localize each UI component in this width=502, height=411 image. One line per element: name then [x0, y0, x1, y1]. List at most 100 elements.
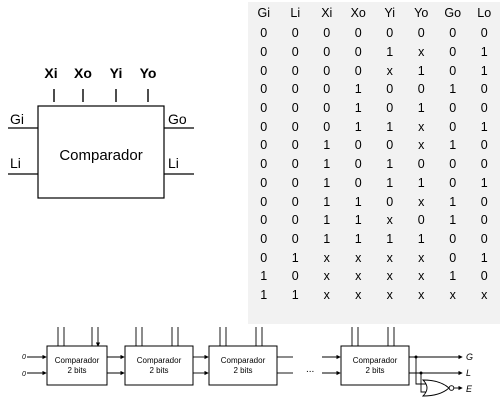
column-header: Xo [350, 6, 366, 20]
table-cell: 0 [449, 45, 457, 60]
stage-subtitle: 2 bits [233, 366, 252, 375]
stage-subtitle: 2 bits [67, 366, 86, 375]
table-cell: 0 [291, 63, 299, 78]
nor-bubble [448, 385, 455, 391]
table-cell: 1 [323, 231, 331, 246]
cascade-input-value-bottom: 0 [22, 371, 26, 378]
output-g-label: G [466, 352, 473, 362]
table-cell: 0 [386, 138, 394, 153]
cascade-stage-2: Comparador 2 bits [124, 327, 194, 386]
input-label-xi: Xi [44, 65, 57, 81]
table-cell: 0 [386, 82, 394, 97]
column-header: Lo [477, 6, 492, 20]
table-cell: 0 [449, 231, 457, 246]
stage-title: Comparador [353, 356, 398, 365]
table-cell: 0 [260, 231, 268, 246]
table-cell: 0 [354, 63, 362, 78]
table-cell: 1 [480, 250, 488, 265]
table-cell: x [386, 250, 393, 265]
table-cell: 0 [386, 194, 394, 209]
comparator-title: Comparador [59, 147, 142, 164]
table-cell: 0 [449, 119, 457, 134]
table-cell: 1 [386, 119, 394, 134]
table-cell: 0 [291, 82, 299, 97]
cascade-diagram: 0 0 Comparador 2 bits Comparador 2 bits … [22, 327, 473, 397]
table-cell: 1 [449, 213, 457, 228]
output-e-label: E [466, 384, 473, 394]
table-cell: 1 [260, 269, 268, 284]
table-cell: x [418, 250, 425, 265]
stage-input-arrows [57, 327, 98, 346]
input-label-yi: Yi [110, 65, 123, 81]
table-cell: 0 [354, 157, 362, 172]
table-cell: 0 [449, 175, 457, 190]
table-cell: x [386, 63, 393, 78]
column-header: Li [290, 6, 301, 20]
table-cell: 0 [260, 45, 268, 60]
column-header: Yi [384, 6, 396, 20]
table-cell: 1 [480, 119, 488, 134]
column-header: Xi [321, 6, 333, 20]
table-cell: 0 [323, 45, 331, 60]
table-cell: 0 [480, 194, 488, 209]
table-cell: 1 [449, 82, 457, 97]
cascade-stage-3: Comparador 2 bits [208, 327, 278, 386]
table-cell: 0 [417, 26, 425, 41]
table-cell: 0 [291, 231, 299, 246]
table-cell: x [323, 269, 330, 284]
table-cell: 0 [449, 26, 457, 41]
table-cell: 0 [291, 213, 299, 228]
table-cell: 1 [323, 138, 331, 153]
table-cell: x [418, 138, 425, 153]
table-cell: 0 [480, 82, 488, 97]
table-cell: x [418, 194, 425, 209]
table-cell: x [355, 287, 362, 302]
table-cell: 0 [291, 175, 299, 190]
stage-box [124, 345, 194, 386]
table-cell: 1 [386, 157, 394, 172]
table-cell: x [386, 287, 393, 302]
stage-box [340, 345, 410, 386]
stage-subtitle: 2 bits [365, 366, 384, 375]
output-label-go: Go [168, 111, 187, 127]
table-cell: 1 [480, 175, 488, 190]
table-cell: 0 [260, 26, 268, 41]
table-cell: 0 [480, 26, 488, 41]
table-cell: 0 [260, 175, 268, 190]
table-cell: 0 [386, 101, 394, 116]
table-cell: 1 [354, 101, 362, 116]
table-cell: 0 [417, 213, 425, 228]
table-cell: 1 [323, 213, 331, 228]
table-cell: 1 [354, 213, 362, 228]
table-cell: 1 [291, 250, 299, 265]
table-cell: 0 [291, 26, 299, 41]
table-cell: 0 [480, 101, 488, 116]
cascade-ellipsis: ... [306, 364, 314, 375]
table-cell: 1 [386, 231, 394, 246]
stage-input-arrows [135, 327, 179, 346]
table-cell: 0 [480, 231, 488, 246]
comparator-block: Comparador Xi Xo Yi Yo Gi Li Go Li [8, 65, 194, 199]
table-cell: 1 [354, 231, 362, 246]
table-cell: x [418, 45, 425, 60]
table-cell: x [418, 119, 425, 134]
table-cell: 0 [354, 26, 362, 41]
table-cell: 1 [354, 82, 362, 97]
table-cell: 0 [291, 269, 299, 284]
table-cell: 1 [354, 194, 362, 209]
stage-title: Comparador [55, 356, 100, 365]
input-label-yo: Yo [140, 65, 157, 81]
table-cell: 0 [291, 138, 299, 153]
table-cell: 1 [323, 194, 331, 209]
table-cell: x [418, 287, 425, 302]
input-label-li: Li [10, 155, 21, 171]
nor-input-wires [415, 357, 426, 393]
